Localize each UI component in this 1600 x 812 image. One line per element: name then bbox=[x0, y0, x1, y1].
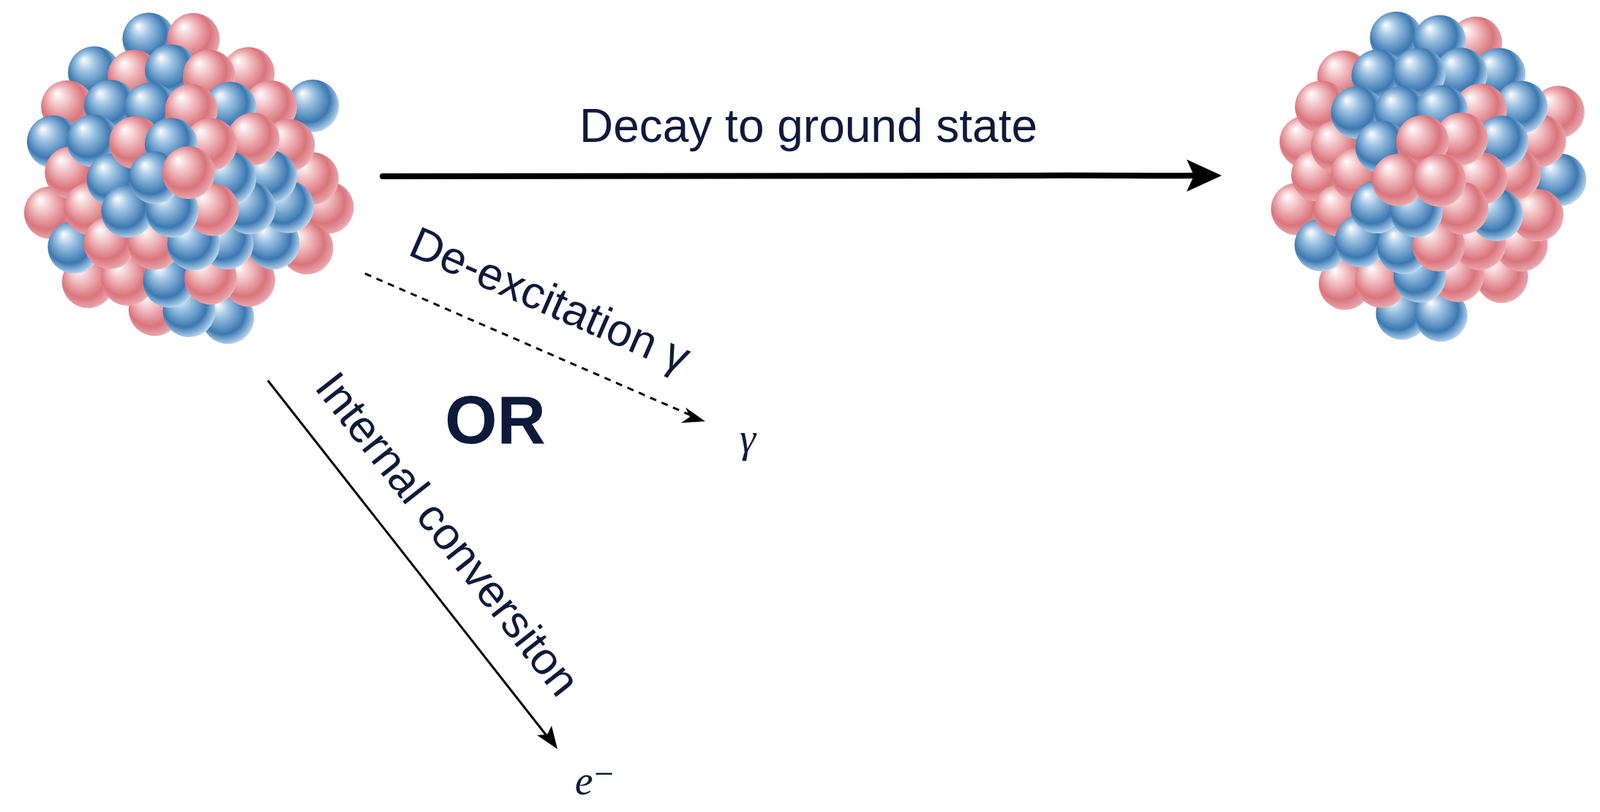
path-label: De-excitation γ bbox=[402, 217, 698, 383]
conversion-arrow bbox=[267, 380, 558, 750]
particle-symbol: γ bbox=[739, 416, 756, 462]
decay-arrow bbox=[382, 159, 1222, 192]
arrow-head bbox=[536, 725, 558, 750]
proton-sphere bbox=[1413, 154, 1467, 208]
process-label: Decay to ground state bbox=[579, 100, 1038, 152]
particle-symbol: e⁻ bbox=[575, 758, 615, 805]
arrow-head bbox=[681, 407, 706, 423]
solid-line bbox=[267, 380, 548, 738]
proton-sphere bbox=[162, 146, 216, 199]
arrow-head bbox=[1186, 159, 1222, 192]
decay-line bbox=[382, 175, 1193, 177]
nuclei bbox=[24, 11, 1587, 345]
nucleus bbox=[24, 12, 355, 344]
choice-label: OR bbox=[444, 383, 546, 458]
nucleus bbox=[1270, 11, 1587, 342]
